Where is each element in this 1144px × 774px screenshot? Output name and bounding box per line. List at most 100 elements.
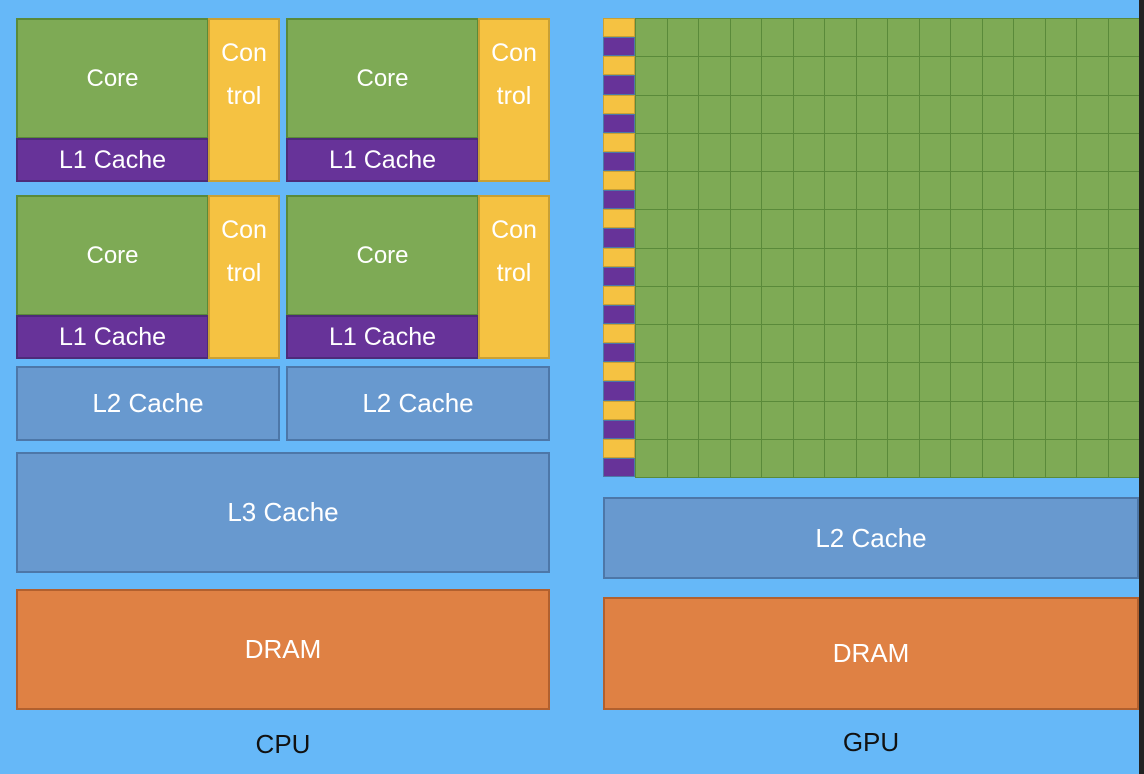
- gpu-core: [1013, 324, 1046, 364]
- gpu-core: [1107, 94, 1140, 134]
- gpu-core: [887, 56, 920, 96]
- gpu-core: [1076, 132, 1109, 172]
- gpu-core: [666, 362, 699, 402]
- gpu-l1-cache: [603, 190, 635, 210]
- gpu-core: [824, 18, 857, 58]
- gpu-l2-cache: L2 Cache: [603, 497, 1139, 579]
- gpu-core: [887, 438, 920, 478]
- gpu-core: [666, 171, 699, 211]
- gpu-core: [761, 56, 794, 96]
- gpu-core-grid: [603, 18, 1140, 478]
- gpu-core: [918, 324, 951, 364]
- gpu-core: [1107, 438, 1140, 478]
- cpu-l1-cache-4: L1 Cache: [286, 315, 479, 359]
- gpu-core: [855, 400, 888, 440]
- gpu-core: [887, 285, 920, 325]
- gpu-core: [1076, 324, 1109, 364]
- gpu-core: [981, 285, 1014, 325]
- gpu-core: [1076, 362, 1109, 402]
- gpu-control-unit: [603, 324, 635, 344]
- gpu-core: [950, 94, 983, 134]
- gpu-core: [635, 362, 668, 402]
- gpu-core: [855, 132, 888, 172]
- gpu-core: [635, 247, 668, 287]
- gpu-core: [1013, 285, 1046, 325]
- gpu-core: [729, 247, 762, 287]
- gpu-core: [855, 438, 888, 478]
- gpu-core: [824, 56, 857, 96]
- gpu-core: [855, 209, 888, 249]
- gpu-control-unit: [603, 18, 635, 38]
- gpu-core: [855, 324, 888, 364]
- control-label-line2: trol: [496, 82, 532, 110]
- gpu-core: [950, 400, 983, 440]
- gpu-core: [824, 400, 857, 440]
- gpu-core: [1013, 438, 1046, 478]
- l2-label: L2 Cache: [815, 522, 927, 553]
- gpu-core: [761, 171, 794, 211]
- gpu-core: [666, 400, 699, 440]
- gpu-control-unit: [603, 400, 635, 420]
- gpu-core: [729, 324, 762, 364]
- gpu-core: [981, 324, 1014, 364]
- gpu-core: [887, 18, 920, 58]
- gpu-core: [1076, 285, 1109, 325]
- gpu-core: [1076, 94, 1109, 134]
- core-label: Core: [356, 241, 409, 269]
- gpu-core: [729, 362, 762, 402]
- gpu-core: [792, 247, 825, 287]
- gpu-core: [761, 94, 794, 134]
- gpu-core: [1013, 56, 1046, 96]
- gpu-core: [1044, 18, 1077, 58]
- l2-label: L2 Cache: [362, 388, 474, 418]
- cpu-core-2: Core: [286, 18, 479, 139]
- gpu-core: [981, 400, 1014, 440]
- cpu-core-4: Core: [286, 195, 479, 316]
- gpu-core: [729, 438, 762, 478]
- gpu-control-unit: [603, 247, 635, 267]
- gpu-core: [1044, 132, 1077, 172]
- l1-label: L1 Cache: [328, 145, 437, 174]
- gpu-core: [950, 285, 983, 325]
- gpu-core: [855, 56, 888, 96]
- gpu-core: [855, 18, 888, 58]
- gpu-core: [698, 132, 731, 172]
- gpu-core: [981, 132, 1014, 172]
- gpu-core: [981, 171, 1014, 211]
- core-label: Core: [86, 64, 139, 92]
- gpu-core: [1013, 400, 1046, 440]
- cpu-core-1: Core: [16, 18, 209, 139]
- gpu-core: [635, 132, 668, 172]
- gpu-core: [887, 209, 920, 249]
- gpu-core: [698, 247, 731, 287]
- gpu-core: [666, 438, 699, 478]
- gpu-core: [761, 18, 794, 58]
- gpu-core: [1044, 324, 1077, 364]
- control-label-line2: trol: [496, 259, 532, 287]
- gpu-core: [729, 171, 762, 211]
- gpu-core: [918, 247, 951, 287]
- gpu-core: [1107, 247, 1140, 287]
- gpu-core: [761, 285, 794, 325]
- gpu-core: [824, 209, 857, 249]
- cpu-l3-cache: L3 Cache: [16, 452, 550, 573]
- gpu-core: [1076, 438, 1109, 478]
- gpu-core: [887, 400, 920, 440]
- gpu-core: [698, 285, 731, 325]
- gpu-core: [635, 400, 668, 440]
- gpu-core: [981, 209, 1014, 249]
- gpu-l1-cache: [603, 457, 635, 477]
- gpu-core: [761, 324, 794, 364]
- window-edge: [1139, 0, 1144, 774]
- gpu-control-unit: [603, 132, 635, 152]
- gpu-core: [887, 132, 920, 172]
- gpu-core: [666, 18, 699, 58]
- gpu-core: [792, 209, 825, 249]
- gpu-core: [1044, 171, 1077, 211]
- gpu-core: [1076, 400, 1109, 440]
- gpu-core: [698, 324, 731, 364]
- gpu-core: [887, 171, 920, 211]
- gpu-core: [761, 209, 794, 249]
- gpu-core: [824, 94, 857, 134]
